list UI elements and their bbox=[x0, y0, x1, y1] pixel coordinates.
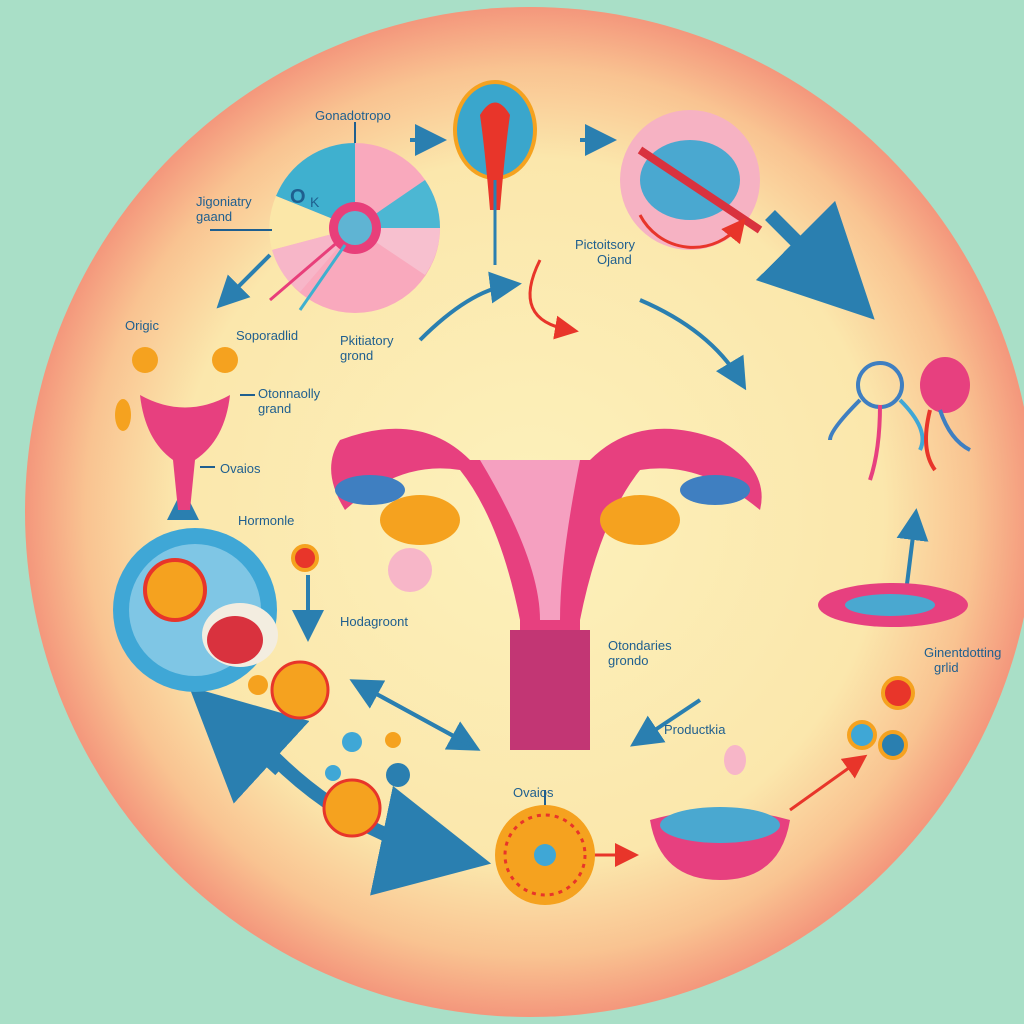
label-ovaios-left: Ovaios bbox=[220, 461, 261, 476]
label-ovaios-bottom: Ovaios bbox=[513, 785, 554, 800]
left-small-uterus bbox=[115, 347, 255, 510]
label-line: gaand bbox=[196, 209, 233, 224]
label-line: Otondaries bbox=[608, 638, 672, 653]
label-hormonle: Hormonle bbox=[238, 513, 295, 528]
label-soporadlid: Soporadlid bbox=[236, 328, 299, 343]
central-uterus bbox=[331, 428, 762, 750]
right-dish bbox=[818, 583, 968, 627]
label-line: grlid bbox=[934, 660, 959, 675]
top-right-organ bbox=[620, 110, 763, 250]
label-line: Ginentdotting bbox=[924, 645, 1002, 660]
label-line: grond bbox=[340, 348, 374, 363]
pie-label-o: O bbox=[290, 186, 306, 208]
label-gonadotropo: Gonadotropo bbox=[315, 108, 391, 123]
label-line: grand bbox=[258, 401, 292, 416]
right-figure bbox=[828, 357, 971, 481]
label-line: Pictoitsory bbox=[575, 237, 635, 252]
label-line: Otonnaolly bbox=[258, 386, 321, 401]
label-line: Pkitiatory bbox=[340, 333, 394, 348]
top-gland-organ bbox=[453, 80, 537, 265]
bottom-ovary bbox=[495, 790, 595, 905]
label-origic: Origic bbox=[125, 318, 159, 333]
bottom-right-dish bbox=[650, 745, 790, 880]
pie-wheel bbox=[269, 142, 440, 313]
cycle-arrows bbox=[167, 124, 929, 896]
label-line: grondo bbox=[608, 653, 649, 668]
label-hodagroont: Hodagroont bbox=[340, 614, 408, 629]
pie-label-k: K bbox=[310, 194, 320, 210]
label-line: Jigoniatry bbox=[196, 194, 252, 209]
label-line: Ojand bbox=[597, 252, 632, 267]
label-productkia: Productkia bbox=[664, 722, 726, 737]
left-cell bbox=[113, 528, 278, 692]
